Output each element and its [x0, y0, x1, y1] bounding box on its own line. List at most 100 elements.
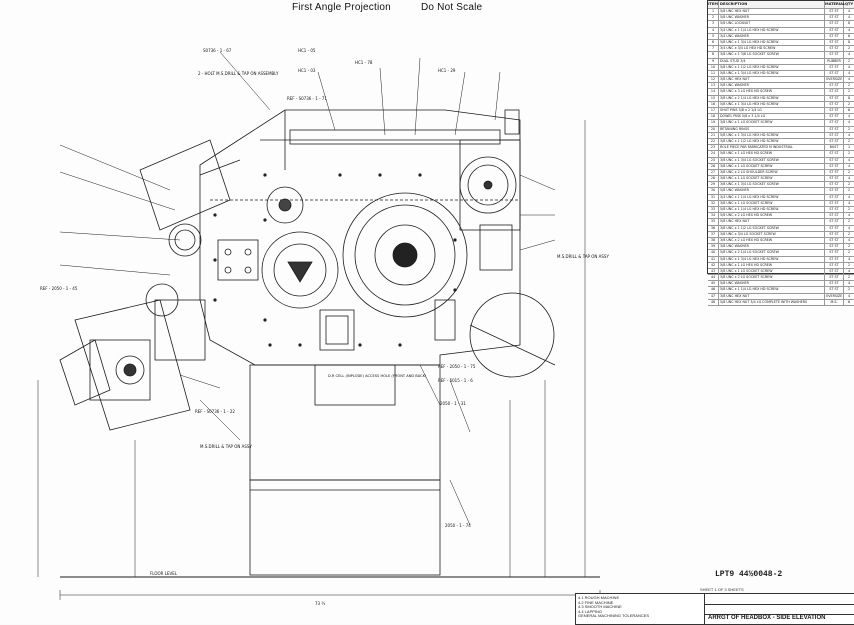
bom-cell: 3/4 UNC x 1 1/4 LG HEX HD SCREW: [719, 194, 825, 200]
callout-tag-f: HC1 - 29: [438, 68, 456, 73]
bom-cell: 1: [708, 9, 719, 15]
bom-cell: 31: [708, 194, 719, 200]
bom-cell: 5/8 UNC WASHER: [719, 83, 825, 89]
bom-cell: 37: [708, 231, 719, 237]
left-handwheel: [168, 223, 202, 257]
bom-cell: 5/8 UNC x 1 3/4 LG HEX HD SCREW: [719, 70, 825, 77]
callout-tag-e: HC1 - 78: [355, 60, 373, 65]
bom-cell: ROLE PIECE PAR FABRICATED M INDUSTRIAL: [719, 145, 825, 151]
bom-cell: ST ST: [825, 101, 844, 107]
bom-cell: 5/8 UNC x 2 LG HEX HD SCREW: [719, 213, 825, 219]
bom-cell: 4: [847, 70, 851, 75]
bom-cell: ST ST: [825, 287, 844, 293]
bom-cell: 2: [847, 262, 851, 267]
bom-cell: 2: [847, 89, 851, 94]
bom-cell: 2: [847, 182, 851, 187]
bom-cell: 3/8 UNC x 1 3/4 LG SOCKET SCREW: [719, 182, 825, 188]
bom-cell: 44: [708, 275, 719, 281]
bom-cell: 3/4 UNC WASHER: [719, 33, 825, 39]
bom-cell: 4: [847, 114, 851, 119]
bom-cell: 5/8 UNC x 1 1/4 LG HEX HD SCREW: [719, 287, 825, 293]
bom-cell: 3/8 UNC x 1 3/4 LG SOCKET SCREW: [719, 157, 825, 163]
bom-cell: 13: [708, 83, 719, 89]
bom-cell: 2: [708, 15, 719, 21]
bom-cell: 3/8 UNC HEX NUT: [719, 293, 825, 299]
callout-tag-c: S0736 - 1 - 67: [203, 48, 232, 53]
bom-cell: 3/8 UNC x 1 LG SOCKET SCREW: [719, 200, 825, 206]
headbox-frame-outline: [199, 109, 521, 366]
bom-cell: ST ST: [825, 213, 844, 219]
bom-cell: 4: [847, 293, 851, 298]
bom-cell: 3/8 UNC x 1 LG SOCKET SCREW: [719, 120, 825, 126]
bom-cell: 4: [847, 157, 851, 162]
bom-cell: 2: [847, 83, 851, 88]
bom-cell: 3/8 UNC HEX NUT: [719, 77, 825, 83]
bom-cell: ST ST: [825, 15, 844, 21]
bom-cell: 4: [847, 52, 851, 57]
bom-cell: 5/8 UNC WASHER: [719, 188, 825, 194]
bom-cell: 11: [708, 70, 719, 77]
bom-cell: 4: [847, 281, 851, 286]
bom-cell: ST ST: [825, 262, 844, 268]
valve-block: [217, 239, 259, 281]
left-disc: [261, 231, 339, 309]
bom-cell: 2: [847, 250, 851, 255]
bom-cell: ST ST: [825, 126, 844, 132]
bom-cell: 4: [847, 27, 851, 32]
floor-level-label: FLOOR LEVEL: [150, 571, 178, 576]
bom-cell: 35: [708, 219, 719, 225]
bom-cell: 4: [847, 194, 851, 199]
bom-cell: ST ST: [825, 9, 844, 15]
gearbox-top: [504, 109, 520, 135]
bom-cell: ST ST: [825, 194, 844, 200]
bom-cell: 34: [708, 213, 719, 219]
bom-cell: 2: [847, 219, 851, 224]
lower-left-assembly: [74, 299, 191, 431]
bom-cell: ST ST: [825, 200, 844, 206]
bom-cell: 8: [708, 52, 719, 58]
bom-cell: 3/8 UNC WASHER: [719, 244, 825, 250]
bom-cell: 5/8 UNC WASHER: [719, 15, 825, 21]
bom-cell: ST ST: [825, 70, 844, 77]
bom-cell: 4: [847, 77, 851, 82]
bom-cell: 2: [847, 126, 851, 131]
bom-cell: ST ST: [825, 163, 844, 169]
callout-tag-d: 2050 - 1 - 31: [440, 401, 466, 406]
bom-cell: 5/8 UNC x 1 1/4 LG HEX HD SCREW: [719, 207, 825, 213]
bom-cell: ST ST: [825, 132, 844, 138]
bom-cell: ST ST: [825, 188, 844, 194]
bom-cell: 3: [708, 21, 719, 27]
bom-cell: 2: [847, 46, 851, 51]
bom-cell: 2: [847, 101, 851, 106]
bom-cell: 18: [708, 114, 719, 120]
bom-cell: ST ST: [825, 89, 844, 95]
bom-cell: 8: [847, 39, 851, 44]
bom-cell: 5/8 UNC LOCKNUT: [719, 21, 825, 27]
bom-cell: 29: [708, 182, 719, 188]
bom-cell: 2: [847, 138, 851, 143]
projection-label: First Angle Projection: [292, 2, 391, 13]
bom-cell: 4: [847, 15, 851, 20]
bom-cell: 10: [708, 64, 719, 70]
bom-cell: 3/8 UNC x 2 LG SHOULDER SCREW: [719, 169, 825, 176]
top-rail: [289, 129, 501, 145]
